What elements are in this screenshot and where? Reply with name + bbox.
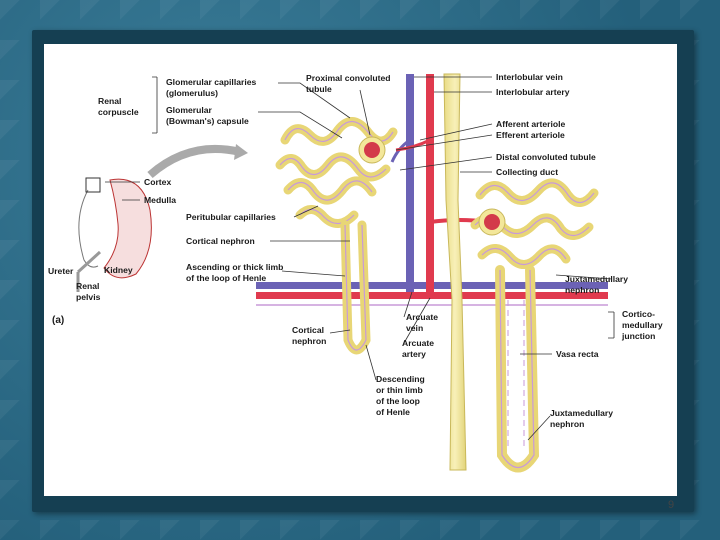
label-collecting-duct: Collecting duct bbox=[496, 167, 558, 177]
label-cortex: Cortex bbox=[144, 177, 171, 187]
zoom-arrowhead bbox=[234, 144, 248, 160]
interlobular-vein bbox=[406, 74, 414, 292]
leader-lines bbox=[105, 76, 615, 441]
kidney-inset bbox=[76, 144, 248, 292]
kidney-zoom-box bbox=[85, 177, 101, 193]
cortical-nephron-tubules bbox=[275, 117, 398, 355]
label-medulla: Medulla bbox=[144, 195, 176, 205]
label-vasa-recta: Vasa recta bbox=[556, 349, 599, 359]
interlobular-artery bbox=[426, 74, 434, 296]
label-interlobular-artery: Interlobular artery bbox=[496, 87, 570, 97]
kidney-shape bbox=[103, 178, 152, 279]
collecting-duct bbox=[443, 73, 467, 471]
label-glomerular-capillaries: Glomerular capillaries(glomerulus) bbox=[166, 77, 256, 98]
label-efferent-arteriole: Efferent arteriole bbox=[496, 130, 565, 140]
zoom-arrow bbox=[147, 144, 241, 179]
page-number: 9 bbox=[668, 499, 674, 511]
interlobular-vessels bbox=[390, 74, 489, 296]
label-afferent-arteriole: Afferent arteriole bbox=[496, 119, 565, 129]
kidney-outline bbox=[78, 189, 99, 268]
label-glomerular-capsule: Glomerular(Bowman's) capsule bbox=[166, 105, 249, 126]
label-panel: (a) bbox=[52, 315, 64, 326]
label-interlobular-vein: Interlobular vein bbox=[496, 72, 563, 82]
label-cortical-nephron: Cortical nephron bbox=[186, 236, 255, 246]
label-kidney: Kidney bbox=[104, 265, 133, 275]
label-peritubular-capillaries: Peritubular capillaries bbox=[186, 212, 276, 222]
label-distal-tubule: Distal convoluted tubule bbox=[496, 152, 596, 162]
juxtamedullary-nephron-tubules bbox=[470, 178, 599, 473]
ureter-shape bbox=[76, 250, 102, 292]
label-ureter: Ureter bbox=[48, 266, 74, 276]
